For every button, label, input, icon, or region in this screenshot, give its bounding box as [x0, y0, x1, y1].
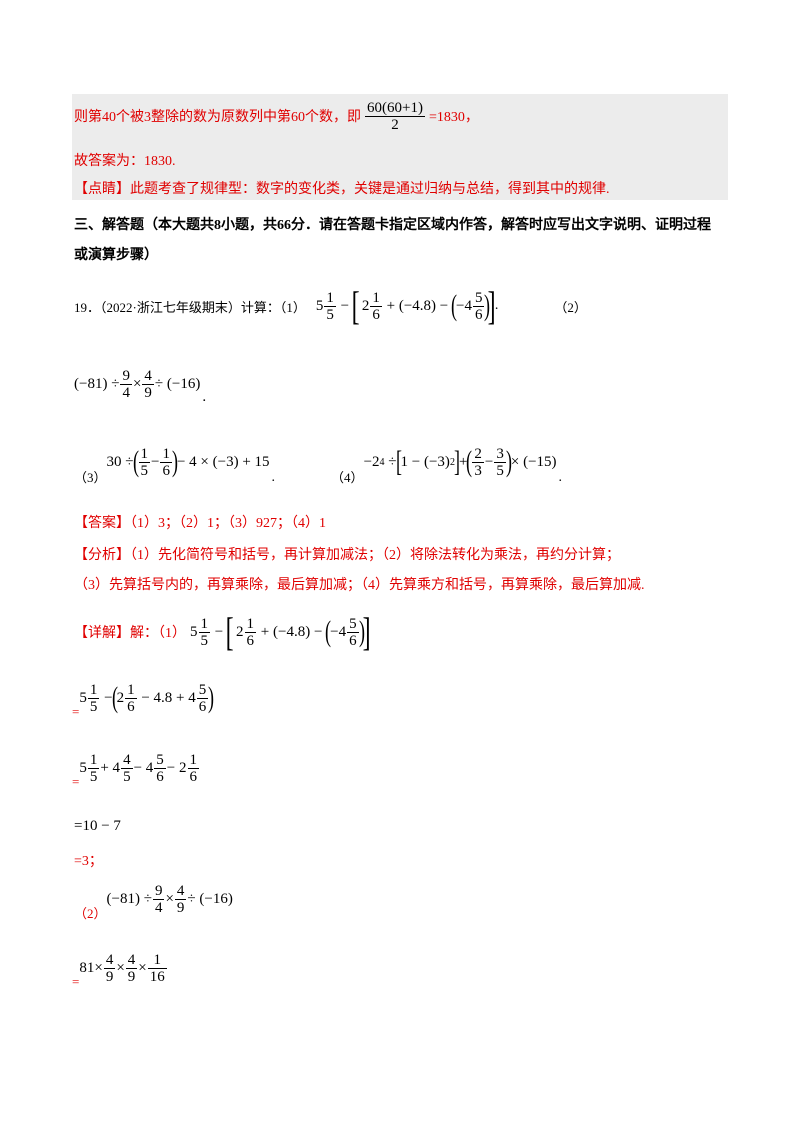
prev-solution-line1: 则第40个被3整除的数为原数列中第60个数，即 60(60+1) 2 =1830…	[74, 94, 479, 138]
step-4: =3；	[74, 854, 103, 869]
end-dot: .	[271, 470, 276, 485]
detail-label: 【详解】解：（1）	[74, 626, 186, 641]
analysis-line2: （3）先算括号内的，再算乘除，最后算加减；（4）先算乘方和括号，再算乘除，最后算…	[74, 578, 645, 593]
prev-solution-text: 则第40个被3整除的数为原数列中第60个数，即	[74, 110, 361, 125]
equals-sign: =	[72, 704, 80, 719]
equals-sign: =	[72, 774, 80, 789]
step-3: =10 − 7	[74, 818, 121, 834]
part2-label: （2）	[554, 299, 587, 315]
prev-solution-result: =1830，	[428, 110, 479, 125]
fraction-denominator: 2	[391, 116, 399, 133]
question-prefix: 19．（2022·浙江七年级期末）计算：（1）	[74, 299, 306, 315]
prev-solution-comment: 【点睛】此题考查了规律型：数字的变化类，关键是通过归纳与总结，得到其中的规律.	[74, 182, 610, 197]
fraction-numerator: 60(60+1)	[365, 99, 425, 117]
end-dot: .	[558, 470, 563, 485]
part4-label: （4）	[331, 470, 364, 485]
end-dot: .	[494, 298, 499, 313]
answer-highlight-background	[72, 94, 728, 200]
section-title-line1: 三、解答题（本大题共8小题，共66分．请在答题卡指定区域内作答，解答时应写出文字…	[74, 218, 711, 233]
part3-label: （3）	[74, 470, 107, 485]
prev-solution-line2: 故答案为：1830.	[74, 154, 176, 169]
end-dot: .	[202, 389, 207, 405]
prev-solution-fraction: 60(60+1) 2	[365, 100, 425, 133]
answer-label: 【答案】（1）3；（2）1；（3）927；（4）1	[74, 516, 326, 531]
equals-sign: =	[72, 974, 80, 989]
section-title-line2: 或演算步骤）	[74, 248, 158, 263]
detail-part2-label: （2）	[74, 906, 107, 921]
analysis-line1: 【分析】（1）先化简符号和括号，再计算加减法；（2）将除法转化为乘法，再约分计算…	[74, 548, 620, 563]
